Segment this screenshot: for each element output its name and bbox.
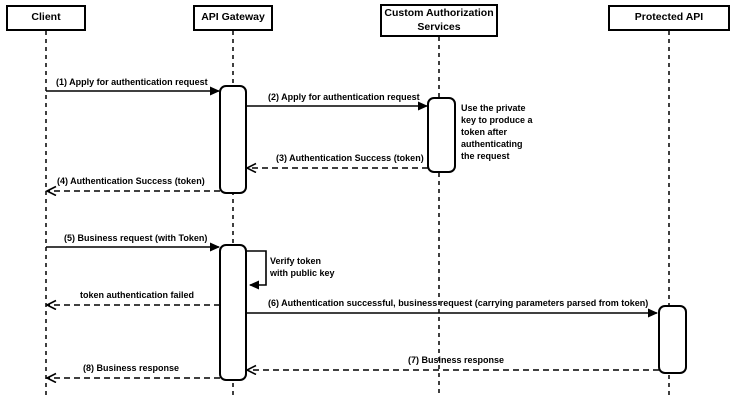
activation-custom-auth-services (427, 97, 456, 173)
message-label-self-verify-token: Verify token with public key (270, 256, 335, 278)
message-label-4: (4) Authentication Success (token) (57, 176, 205, 186)
arrow-msg-self-verify-token (246, 250, 267, 290)
note-private-key: Use the private key to produce a token a… (461, 103, 533, 161)
message-label-1: (1) Apply for authentication request (56, 77, 208, 87)
activation-api-gateway-business (219, 244, 247, 381)
participant-protected-api: Protected API (608, 5, 730, 31)
message-label-7: (7) Business response (408, 355, 505, 365)
message-label-2: (2) Apply for authentication request (268, 92, 420, 102)
message-label-token-failed: token authentication failed (80, 290, 195, 300)
activation-protected-api (658, 305, 687, 374)
participant-client: Client (6, 5, 86, 31)
message-label-6: (6) Authentication successful, business … (268, 298, 649, 308)
message-label-3: (3) Authentication Success (token) (276, 153, 424, 163)
participant-api-gateway: API Gateway (193, 5, 273, 31)
participant-custom-authorization-services: Custom Authorization Services (380, 4, 498, 37)
activation-api-gateway-auth (219, 85, 247, 194)
message-label-5: (5) Business request (with Token) (64, 233, 208, 243)
message-label-8: (8) Business response (83, 363, 180, 373)
